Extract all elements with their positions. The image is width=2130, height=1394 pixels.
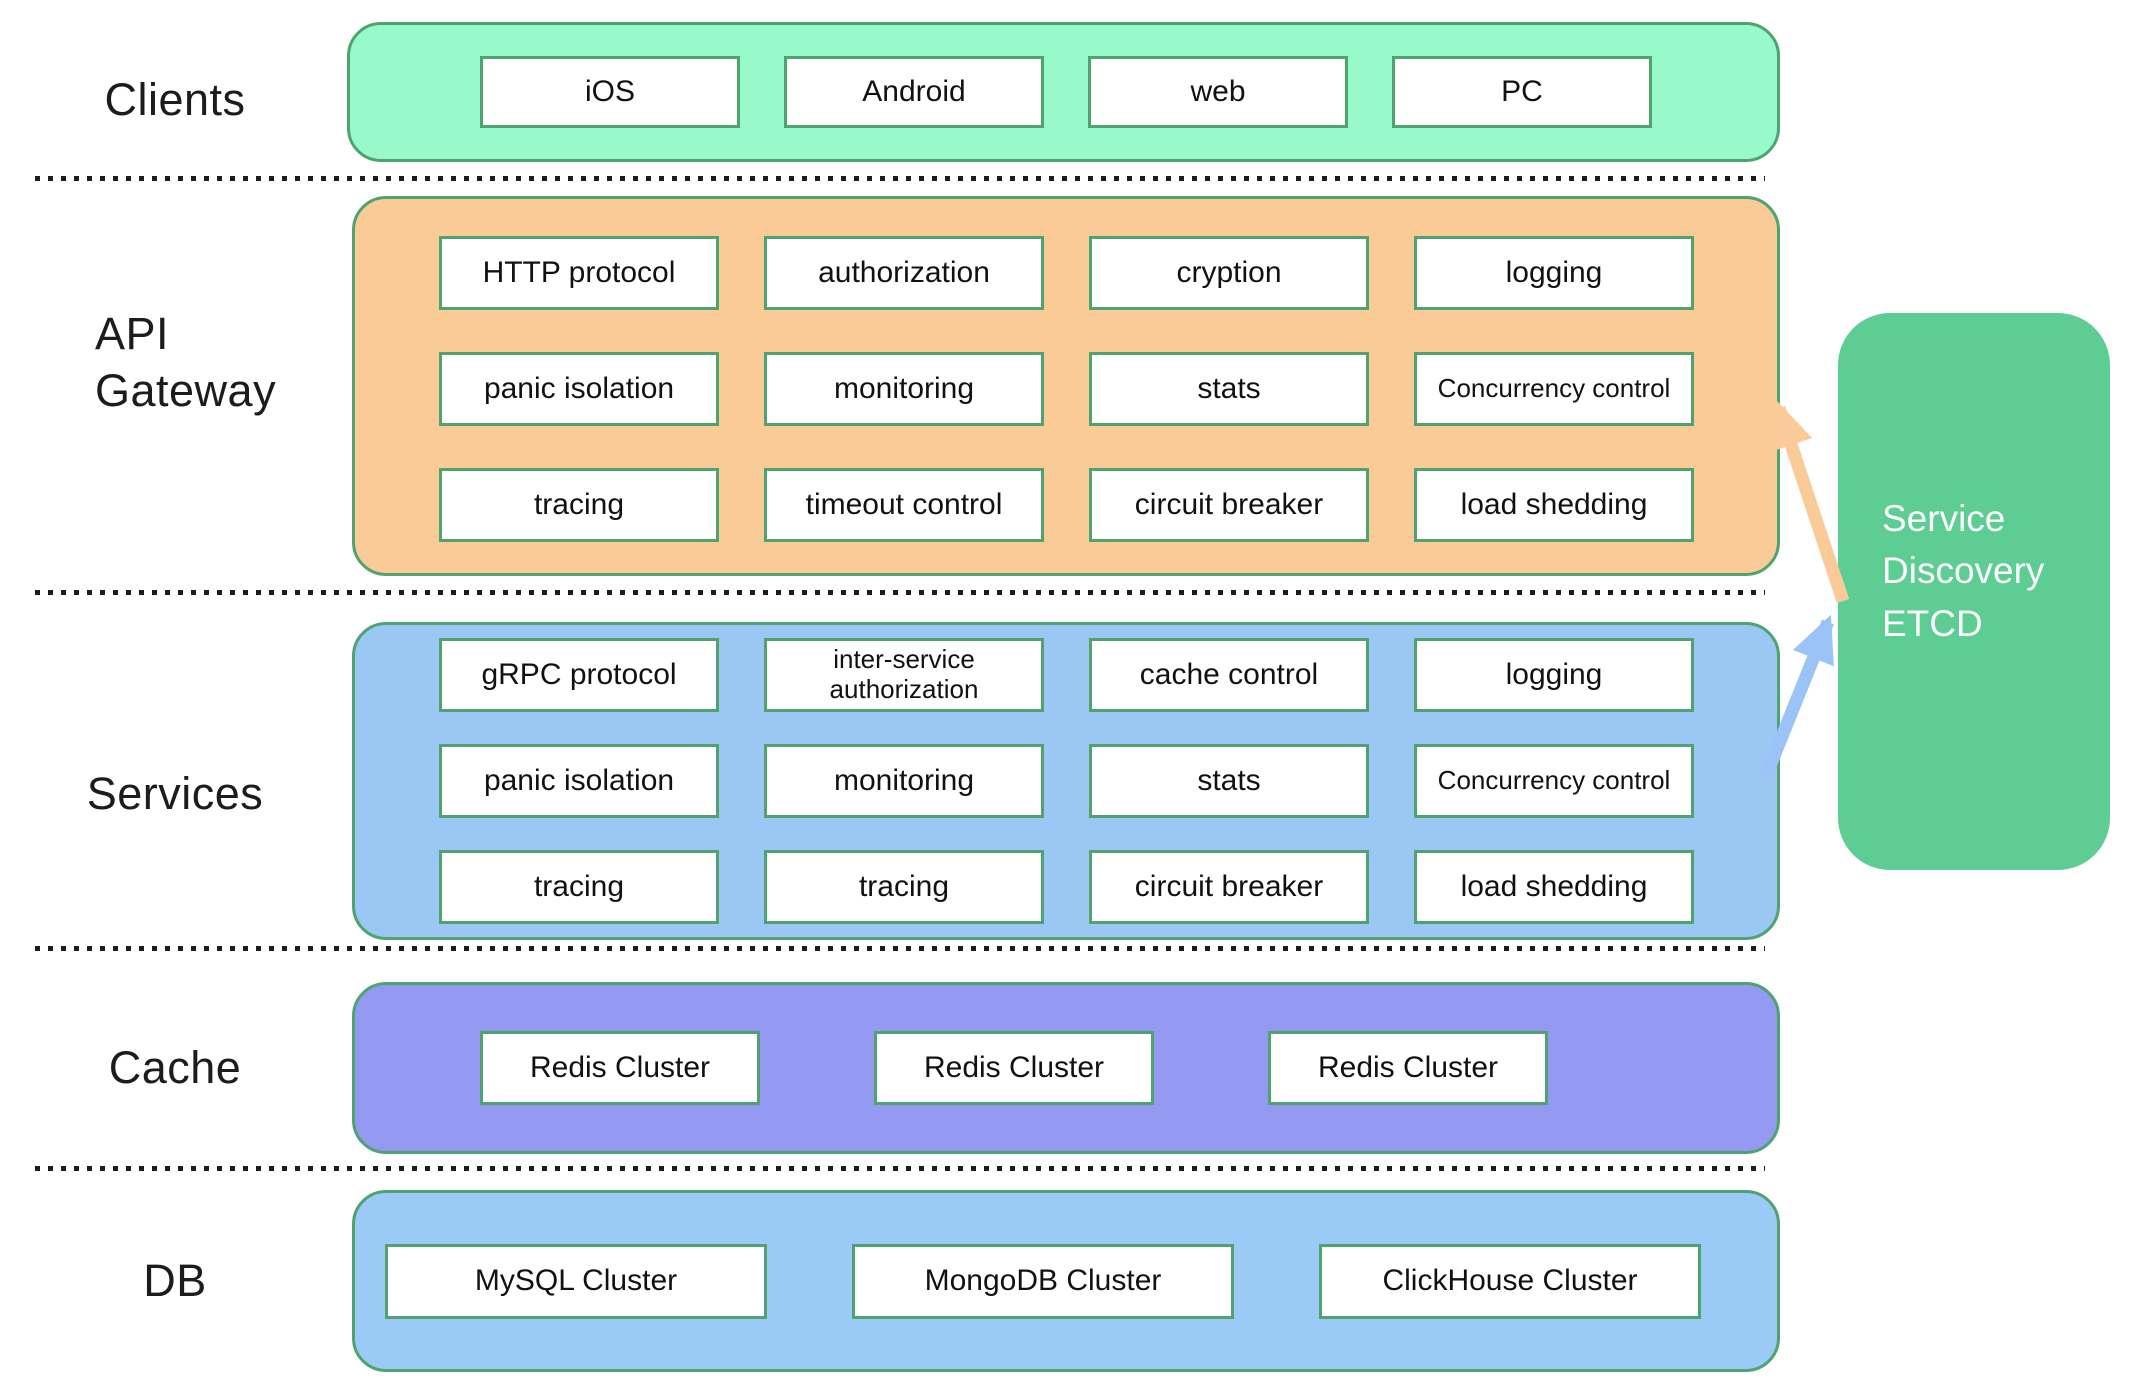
etcd-label-line3: ETCD	[1882, 602, 1983, 644]
etcd-label-line2: Discovery	[1882, 550, 2045, 592]
box-http-protocol: HTTP protocol	[439, 236, 719, 310]
box-tracing-services-2: tracing	[764, 850, 1044, 924]
box-ios: iOS	[480, 56, 740, 128]
box-load-shedding-services: load shedding	[1414, 850, 1694, 924]
api-gateway-label-line1: API	[95, 308, 170, 359]
box-android: Android	[784, 56, 1044, 128]
cache-layer-label: Cache	[108, 1042, 242, 1093]
box-logging: logging	[1414, 236, 1694, 310]
box-pc: PC	[1392, 56, 1652, 128]
box-mysql-cluster: MySQL Cluster	[385, 1243, 767, 1319]
service-discovery-etcd-box: Service Discovery ETCD	[1838, 313, 2110, 870]
box-timeout-control: timeout control	[764, 468, 1044, 542]
box-redis-cluster-2: Redis Cluster	[874, 1031, 1154, 1105]
db-layer-label: DB	[143, 1255, 207, 1306]
box-circuit-breaker-services: circuit breaker	[1089, 850, 1369, 924]
box-redis-cluster-3: Redis Cluster	[1268, 1031, 1548, 1105]
box-web: web	[1088, 56, 1348, 128]
arrow-etcd-to-gateway	[1770, 400, 1850, 604]
box-concurrency-control: Concurrency control	[1414, 352, 1694, 426]
box-cryption: cryption	[1089, 236, 1369, 310]
box-stats: stats	[1089, 352, 1369, 426]
services-container: gRPC protocol inter-service authorizatio…	[352, 622, 1780, 940]
box-circuit-breaker: circuit breaker	[1089, 468, 1369, 542]
box-grpc-protocol: gRPC protocol	[439, 638, 719, 712]
box-redis-cluster-1: Redis Cluster	[480, 1031, 760, 1105]
cache-container: Redis Cluster Redis Cluster Redis Cluste…	[352, 982, 1780, 1154]
box-monitoring: monitoring	[764, 352, 1044, 426]
api-gateway-layer-label: API Gateway	[95, 305, 395, 465]
box-clickhouse-cluster: ClickHouse Cluster	[1319, 1243, 1701, 1319]
api-gateway-label-line2: Gateway	[95, 365, 277, 416]
box-load-shedding: load shedding	[1414, 468, 1694, 542]
db-container: MySQL Cluster MongoDB Cluster ClickHouse…	[352, 1190, 1780, 1372]
box-tracing: tracing	[439, 468, 719, 542]
clients-layer-label: Clients	[104, 74, 246, 125]
layer-separator-clients-gateway	[35, 176, 1765, 181]
layer-separator-services-cache	[35, 946, 1765, 951]
box-authorization: authorization	[764, 236, 1044, 310]
box-inter-service-authorization: inter-service authorization	[764, 638, 1044, 712]
box-cache-control: cache control	[1089, 638, 1369, 712]
layer-separator-cache-db	[35, 1166, 1765, 1171]
box-panic-isolation-services: panic isolation	[439, 744, 719, 818]
box-panic-isolation: panic isolation	[439, 352, 719, 426]
box-mongodb-cluster: MongoDB Cluster	[852, 1243, 1234, 1319]
api-gateway-container: HTTP protocol authorization cryption log…	[352, 196, 1780, 576]
box-concurrency-control-services: Concurrency control	[1414, 744, 1694, 818]
clients-container: iOS Android web PC	[347, 22, 1780, 162]
box-stats-services: stats	[1089, 744, 1369, 818]
layer-separator-gateway-services	[35, 590, 1765, 595]
box-logging-services: logging	[1414, 638, 1694, 712]
box-monitoring-services: monitoring	[764, 744, 1044, 818]
services-layer-label: Services	[86, 768, 264, 819]
etcd-label-line1: Service	[1882, 497, 2006, 539]
box-tracing-services-1: tracing	[439, 850, 719, 924]
